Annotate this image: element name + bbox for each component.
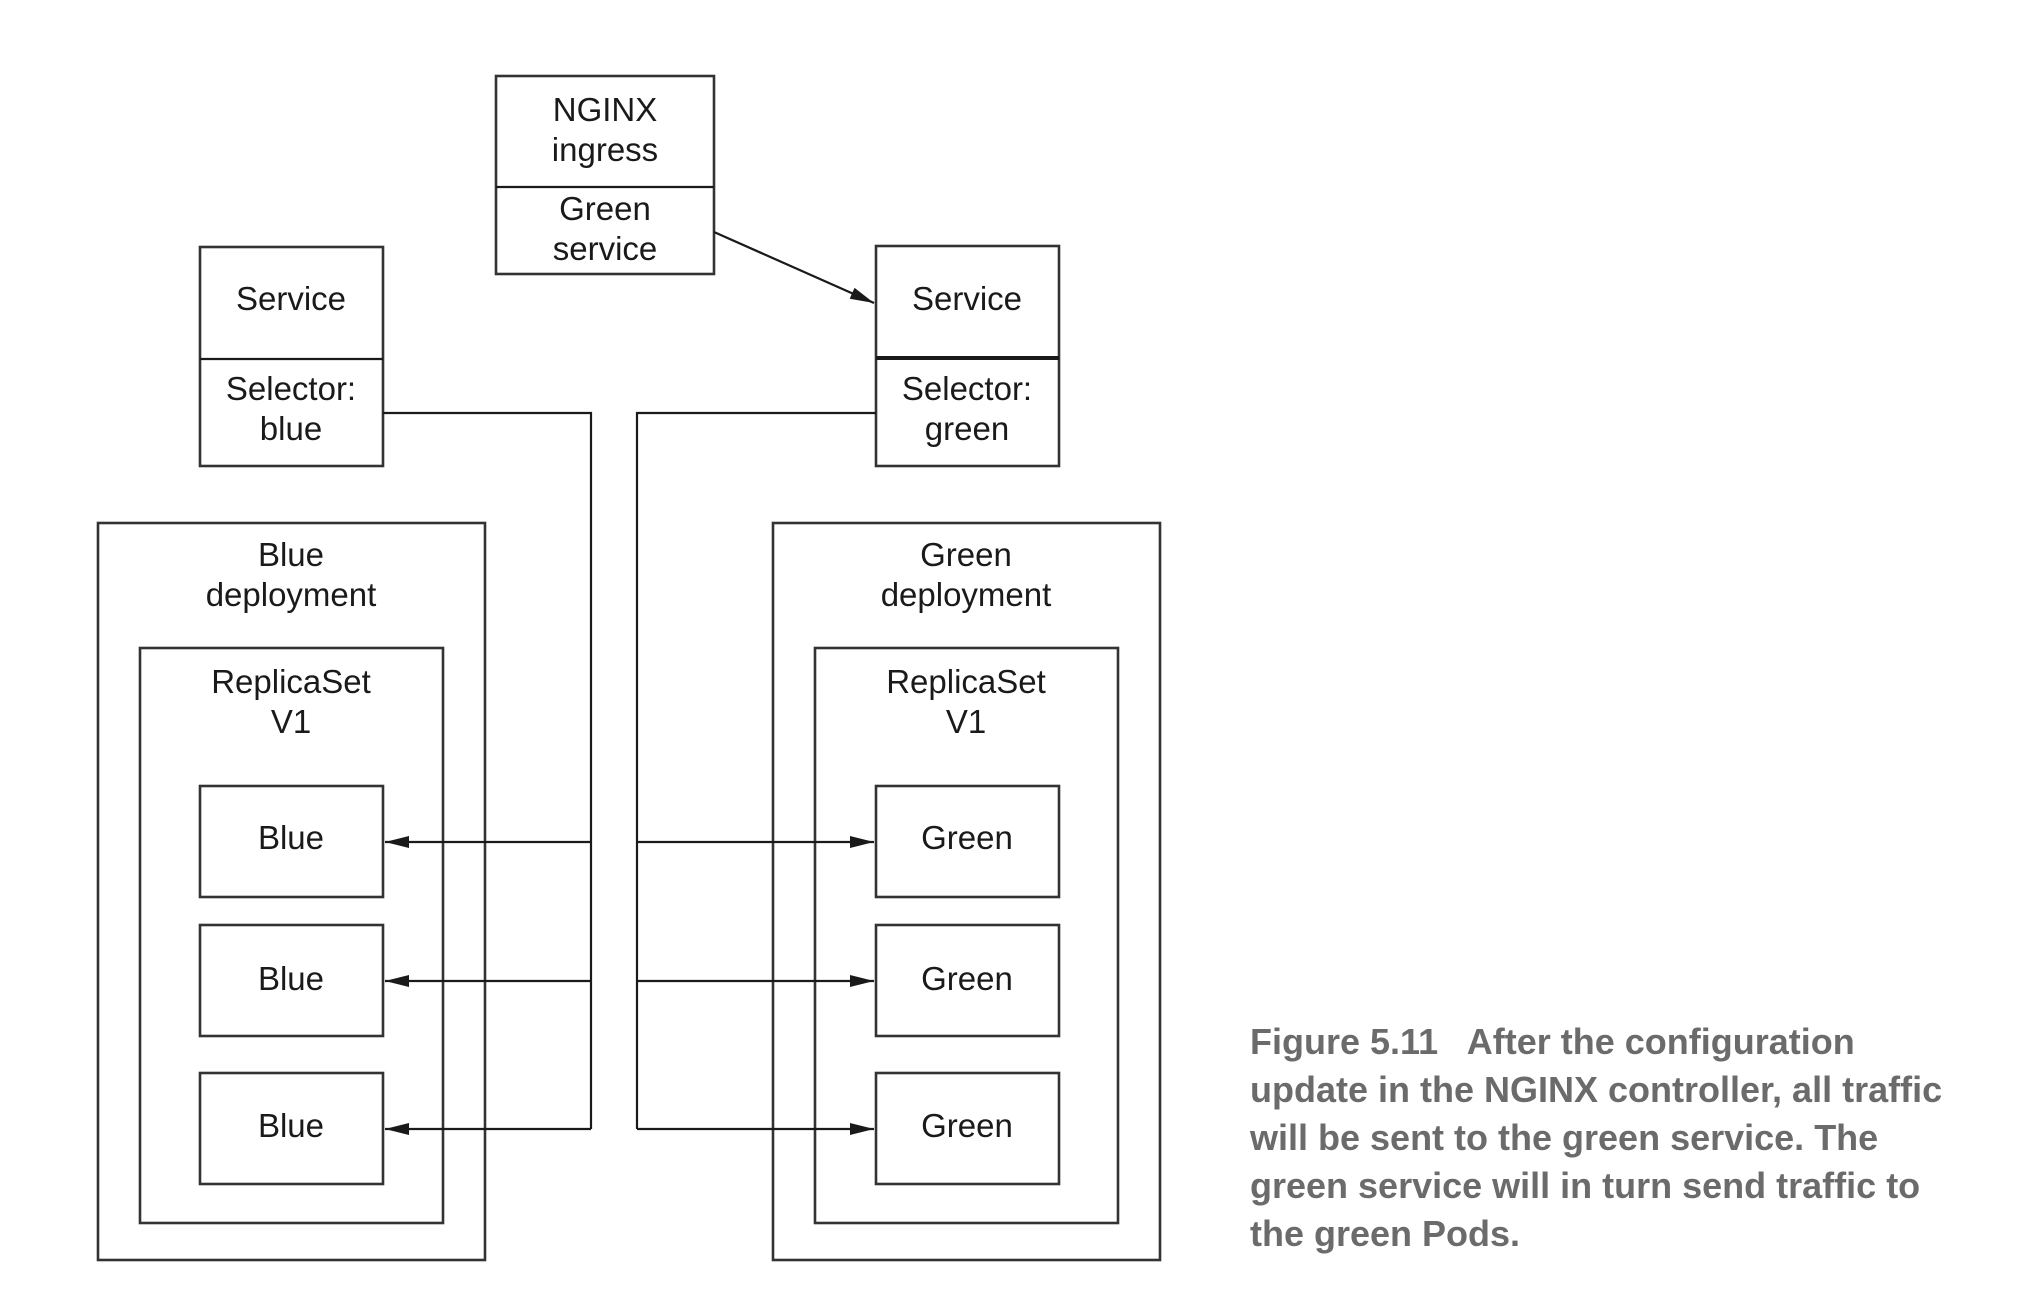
nginx-route-line2: service [553,230,658,267]
nginx-route-line1: Green [559,190,651,227]
blue-pod: Blue [198,784,385,899]
green-pod-label: Green [921,960,1013,997]
nginx-title-line1: NGINX [553,91,658,128]
blue-pod: Blue [198,1071,385,1186]
blue-service-box: Service Selector: blue [198,245,385,468]
nginx-ingress-box: NGINX ingress Green service [494,74,716,276]
green-service-box: Service Selector: green [874,244,1061,468]
blue-deployment-label-line1: Blue [258,536,324,573]
nginx-title-line2: ingress [552,131,658,168]
green-replicaset-label-line1: ReplicaSet [886,663,1046,700]
green-pod: Green [874,1071,1061,1186]
blue-service-title: Service [236,280,346,317]
blue-service-selector-value: blue [260,410,322,447]
blue-pod: Blue [198,923,385,1038]
green-replicaset-label-line2: V1 [946,703,986,740]
blue-selector-connector [383,411,593,1129]
green-service-selector-label: Selector: [902,370,1032,407]
blue-deployment-label-line2: deployment [206,576,377,613]
figure-number: Figure 5.11 [1250,1021,1439,1062]
green-selector-connector [635,411,876,1129]
green-service-title: Service [912,280,1022,317]
figure-caption-text: After the configuration update in the NG… [1250,1021,1943,1254]
ingress-to-green-service-arrow [713,230,875,305]
blue-pod-label: Blue [258,1107,324,1144]
blue-pod-label: Blue [258,960,324,997]
blue-replicaset-label-line2: V1 [271,703,311,740]
green-deployment-label-line1: Green [920,536,1012,573]
blue-replicaset-label-line1: ReplicaSet [211,663,371,700]
green-pod: Green [874,923,1061,1038]
figure-caption: Figure 5.11 After the configuration upda… [1250,1018,1970,1258]
blue-service-selector-label: Selector: [226,370,356,407]
green-pod-label: Green [921,819,1013,856]
blue-pod-label: Blue [258,819,324,856]
green-deployment-label-line2: deployment [881,576,1052,613]
green-service-selector-value: green [925,410,1009,447]
green-pod: Green [874,784,1061,899]
green-pod-label: Green [921,1107,1013,1144]
